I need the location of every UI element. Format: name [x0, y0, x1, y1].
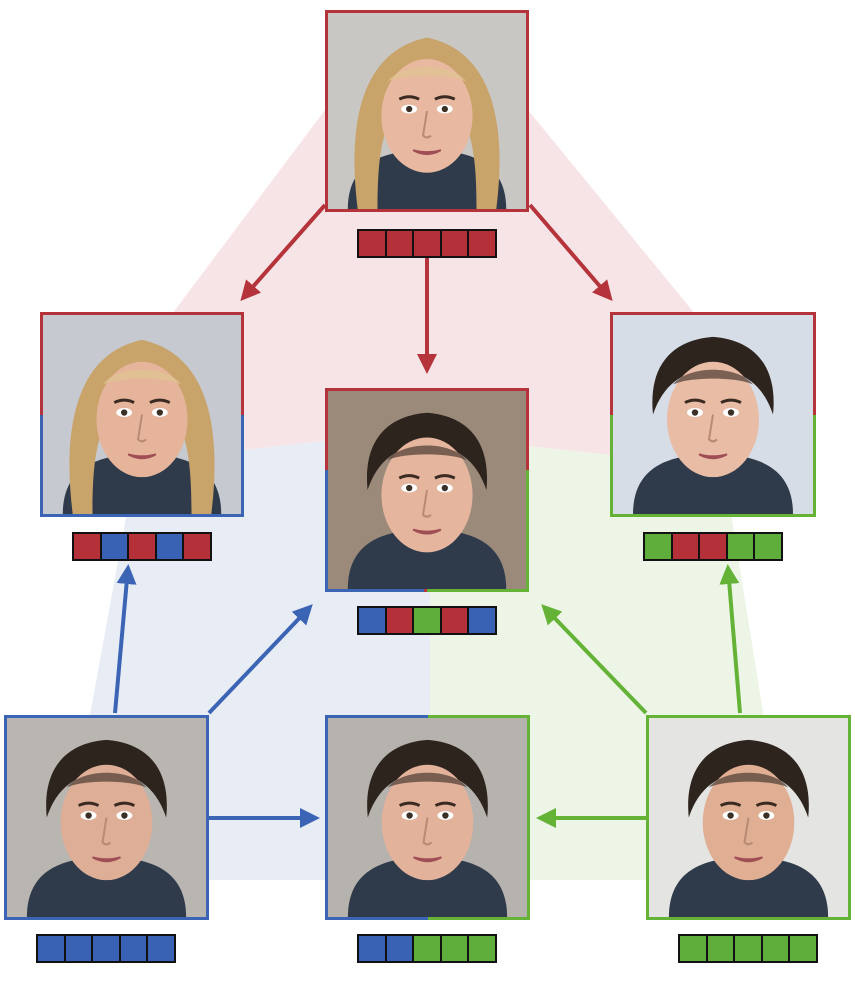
code-cell-green — [414, 608, 442, 633]
code-cell-red — [414, 231, 442, 256]
code-strip-bottom-left — [36, 934, 176, 963]
face-portrait — [43, 315, 241, 514]
code-cell-blue — [101, 534, 130, 559]
code-cell-green — [790, 936, 816, 961]
code-cell-red — [359, 231, 387, 256]
arrow-bottom-left-to-mid-left — [113, 564, 137, 714]
code-cell-red — [700, 534, 728, 559]
code-strip-mid-right — [643, 532, 783, 561]
face-mid-right — [610, 312, 816, 517]
arrow-bottom-right-to-mid-right — [719, 564, 742, 714]
code-cell-blue — [65, 936, 94, 961]
arrow-group — [113, 203, 742, 828]
code-strip-bottom-right — [678, 934, 818, 963]
code-cell-blue — [148, 936, 174, 961]
arrow-bottom-left-to-mid-center — [207, 604, 313, 715]
code-cell-green — [680, 936, 708, 961]
code-cell-red — [184, 534, 210, 559]
code-cell-blue — [359, 936, 387, 961]
code-cell-red — [441, 608, 470, 633]
code-cell-green — [735, 936, 763, 961]
face-bottom-left — [4, 715, 209, 920]
code-cell-green — [441, 936, 470, 961]
face-bottom-center — [325, 715, 530, 920]
code-cell-green — [645, 534, 673, 559]
code-cell-red — [74, 534, 102, 559]
code-cell-green — [469, 936, 495, 961]
code-cell-red — [129, 534, 157, 559]
code-cell-green — [762, 936, 791, 961]
arrow-top-to-mid-left — [240, 203, 327, 302]
code-cell-red — [469, 231, 495, 256]
red-region — [160, 110, 700, 470]
code-cell-red — [386, 231, 415, 256]
face-portrait — [7, 718, 206, 917]
face-bottom-right — [646, 715, 851, 920]
code-strip-top — [357, 229, 497, 258]
code-cell-green — [727, 534, 756, 559]
code-cell-blue — [156, 534, 185, 559]
face-portrait — [328, 13, 526, 209]
face-portrait — [328, 391, 526, 589]
code-cell-blue — [386, 936, 415, 961]
code-cell-blue — [93, 936, 121, 961]
code-strip-mid-center — [357, 606, 497, 635]
code-cell-blue — [359, 608, 387, 633]
face-portrait — [613, 315, 813, 514]
code-cell-blue — [469, 608, 495, 633]
code-cell-green — [707, 936, 736, 961]
code-cell-red — [672, 534, 701, 559]
code-strip-bottom-center — [357, 934, 497, 963]
code-cell-green — [755, 534, 781, 559]
arrow-top-to-mid-right — [528, 203, 613, 302]
face-portrait — [328, 718, 527, 917]
arrow-bottom-right-to-mid-center — [541, 604, 648, 715]
code-cell-blue — [38, 936, 66, 961]
code-cell-blue — [120, 936, 149, 961]
code-cell-red — [386, 608, 415, 633]
code-cell-green — [414, 936, 442, 961]
face-mid-left — [40, 312, 244, 517]
face-mid-center — [325, 388, 529, 592]
face-portrait — [649, 718, 848, 917]
face-top — [325, 10, 529, 212]
code-cell-red — [441, 231, 470, 256]
code-strip-mid-left — [72, 532, 212, 561]
